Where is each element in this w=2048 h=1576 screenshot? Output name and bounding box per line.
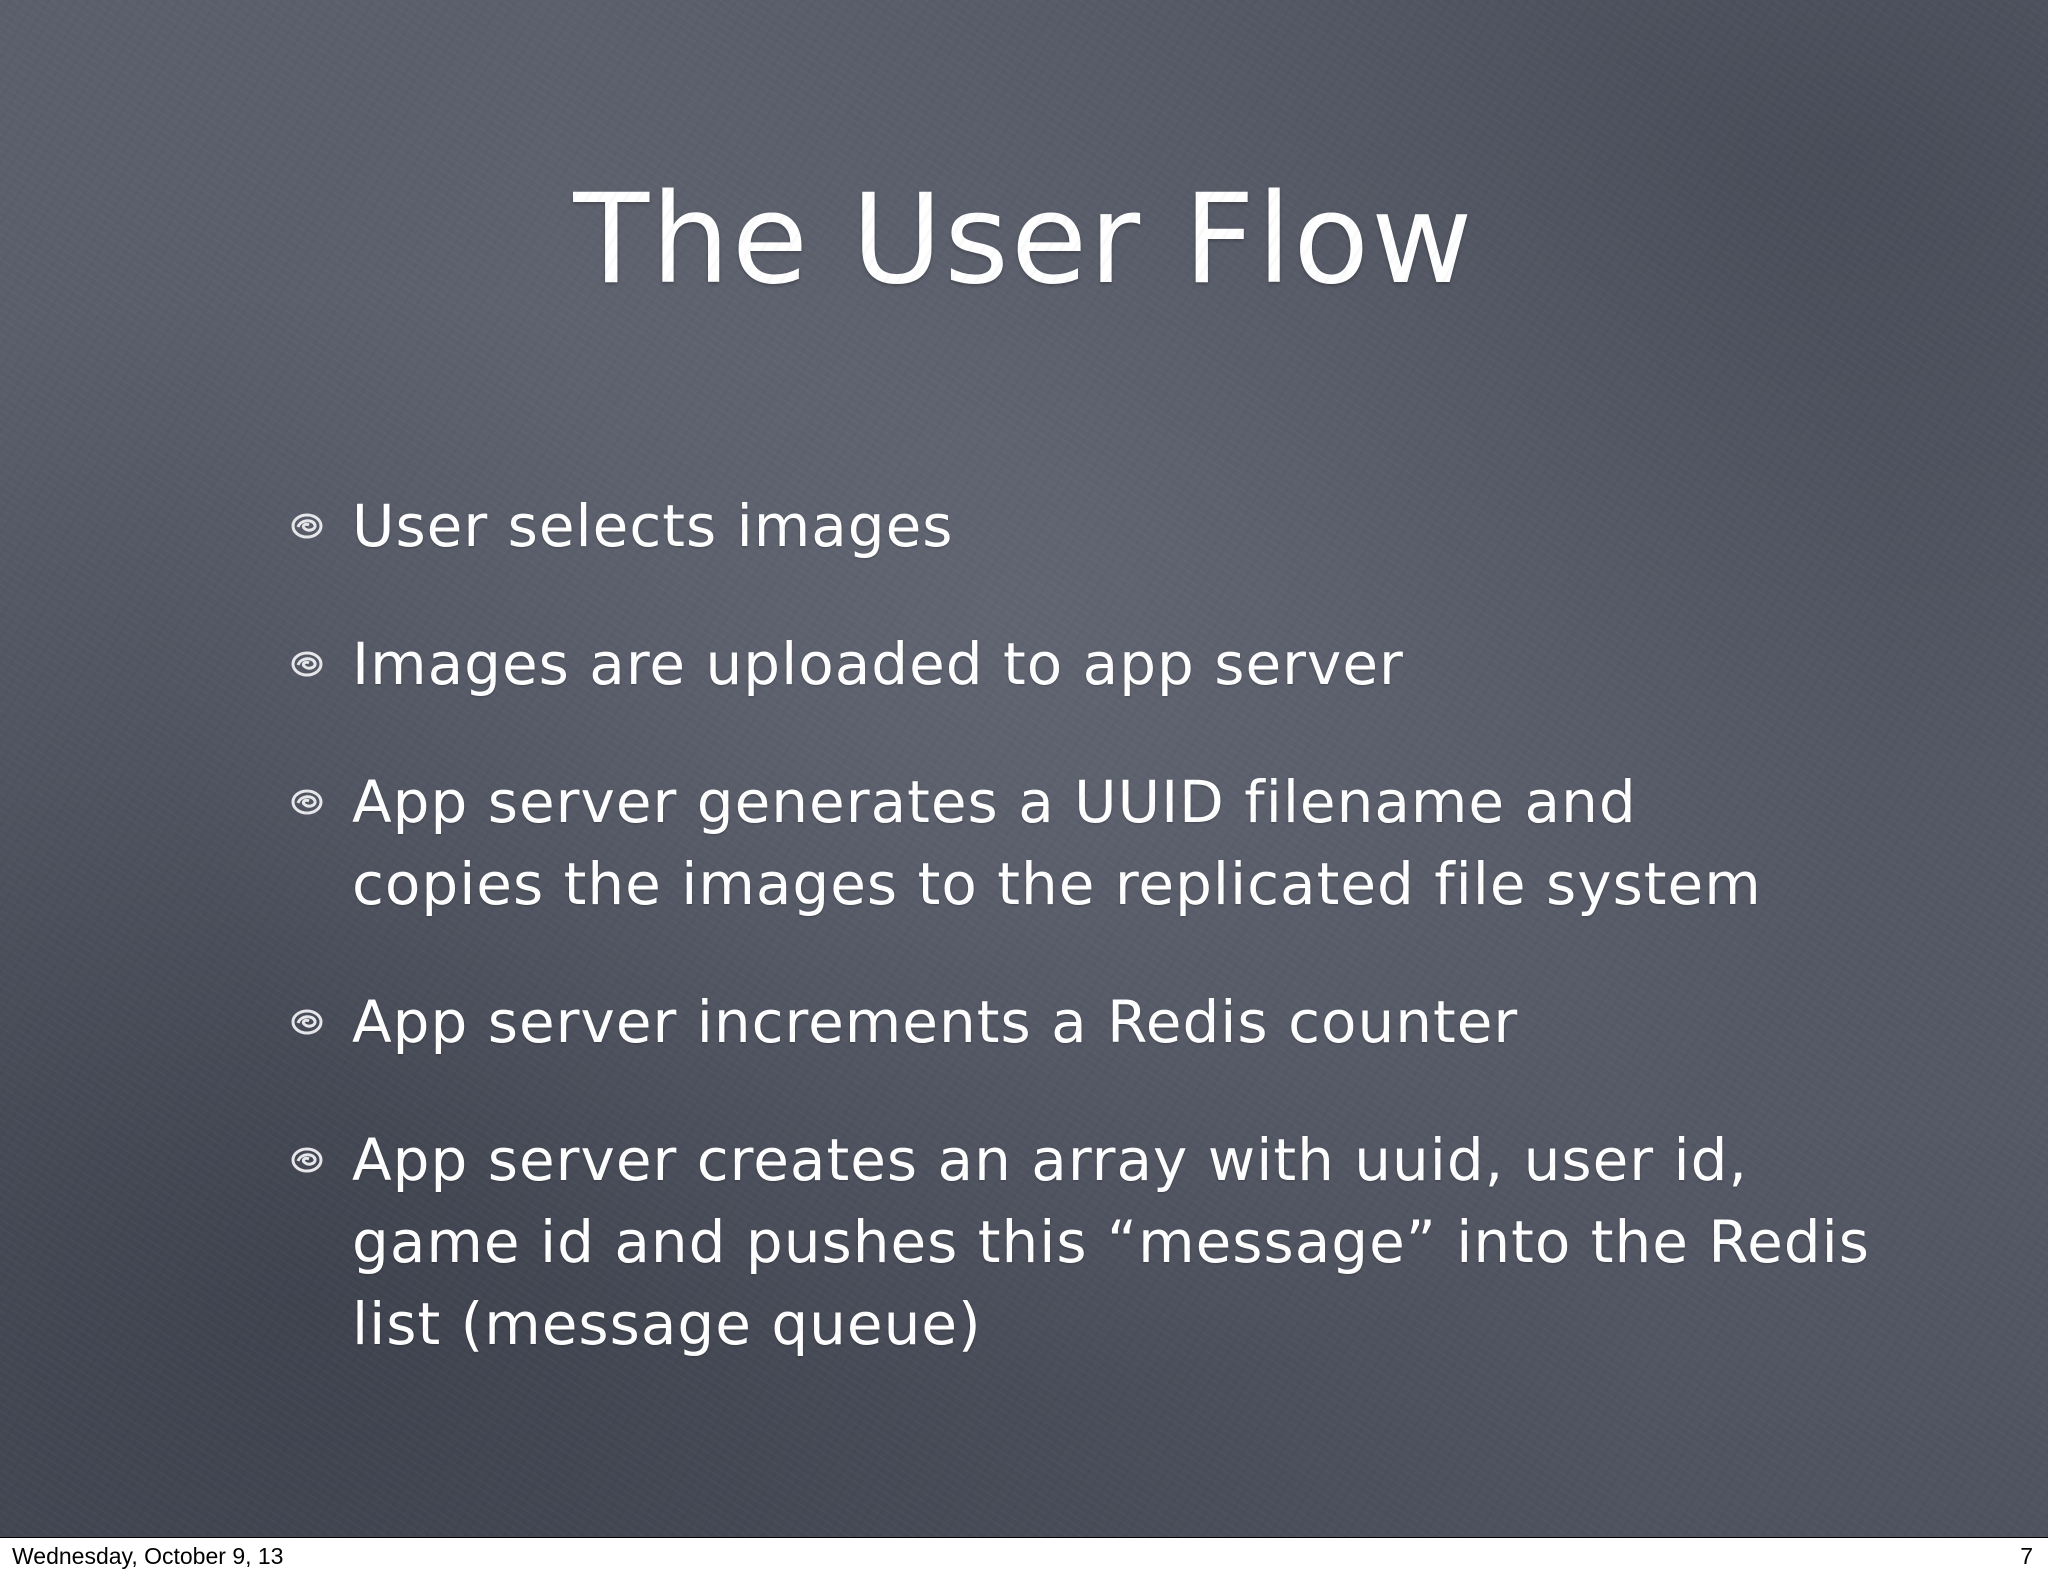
bullet-text: User selects images — [352, 492, 954, 560]
chalk-swirl-bullet-icon — [291, 651, 323, 677]
slide-footer: Wednesday, October 9, 13 7 — [0, 1537, 2048, 1576]
chalk-swirl-bullet-icon — [291, 789, 323, 815]
bullet-text: App server creates an array with uuid, u… — [352, 1126, 1870, 1358]
bullet-list: User selects images Images are uploaded … — [290, 485, 1890, 1421]
bullet-text: Images are uploaded to app server — [352, 630, 1404, 698]
bullet-item: Images are uploaded to app server — [290, 623, 1890, 705]
footer-date: Wednesday, October 9, 13 — [12, 1543, 284, 1569]
bullet-text: App server generates a UUID filename and… — [352, 768, 1762, 918]
bullet-item: App server increments a Redis counter — [290, 981, 1890, 1063]
bullet-item: User selects images — [290, 485, 1890, 567]
slide: The User Flow User selects images Images… — [0, 0, 2048, 1537]
page-number: 7 — [2020, 1543, 2033, 1569]
bullet-text: App server increments a Redis counter — [352, 988, 1519, 1056]
chalk-swirl-bullet-icon — [291, 513, 323, 539]
slide-title: The User Flow — [573, 168, 1475, 312]
bullet-item: App server creates an array with uuid, u… — [290, 1119, 1890, 1365]
bullet-item: App server generates a UUID filename and… — [290, 761, 1890, 925]
chalk-swirl-bullet-icon — [291, 1147, 323, 1173]
chalk-swirl-bullet-icon — [291, 1009, 323, 1035]
